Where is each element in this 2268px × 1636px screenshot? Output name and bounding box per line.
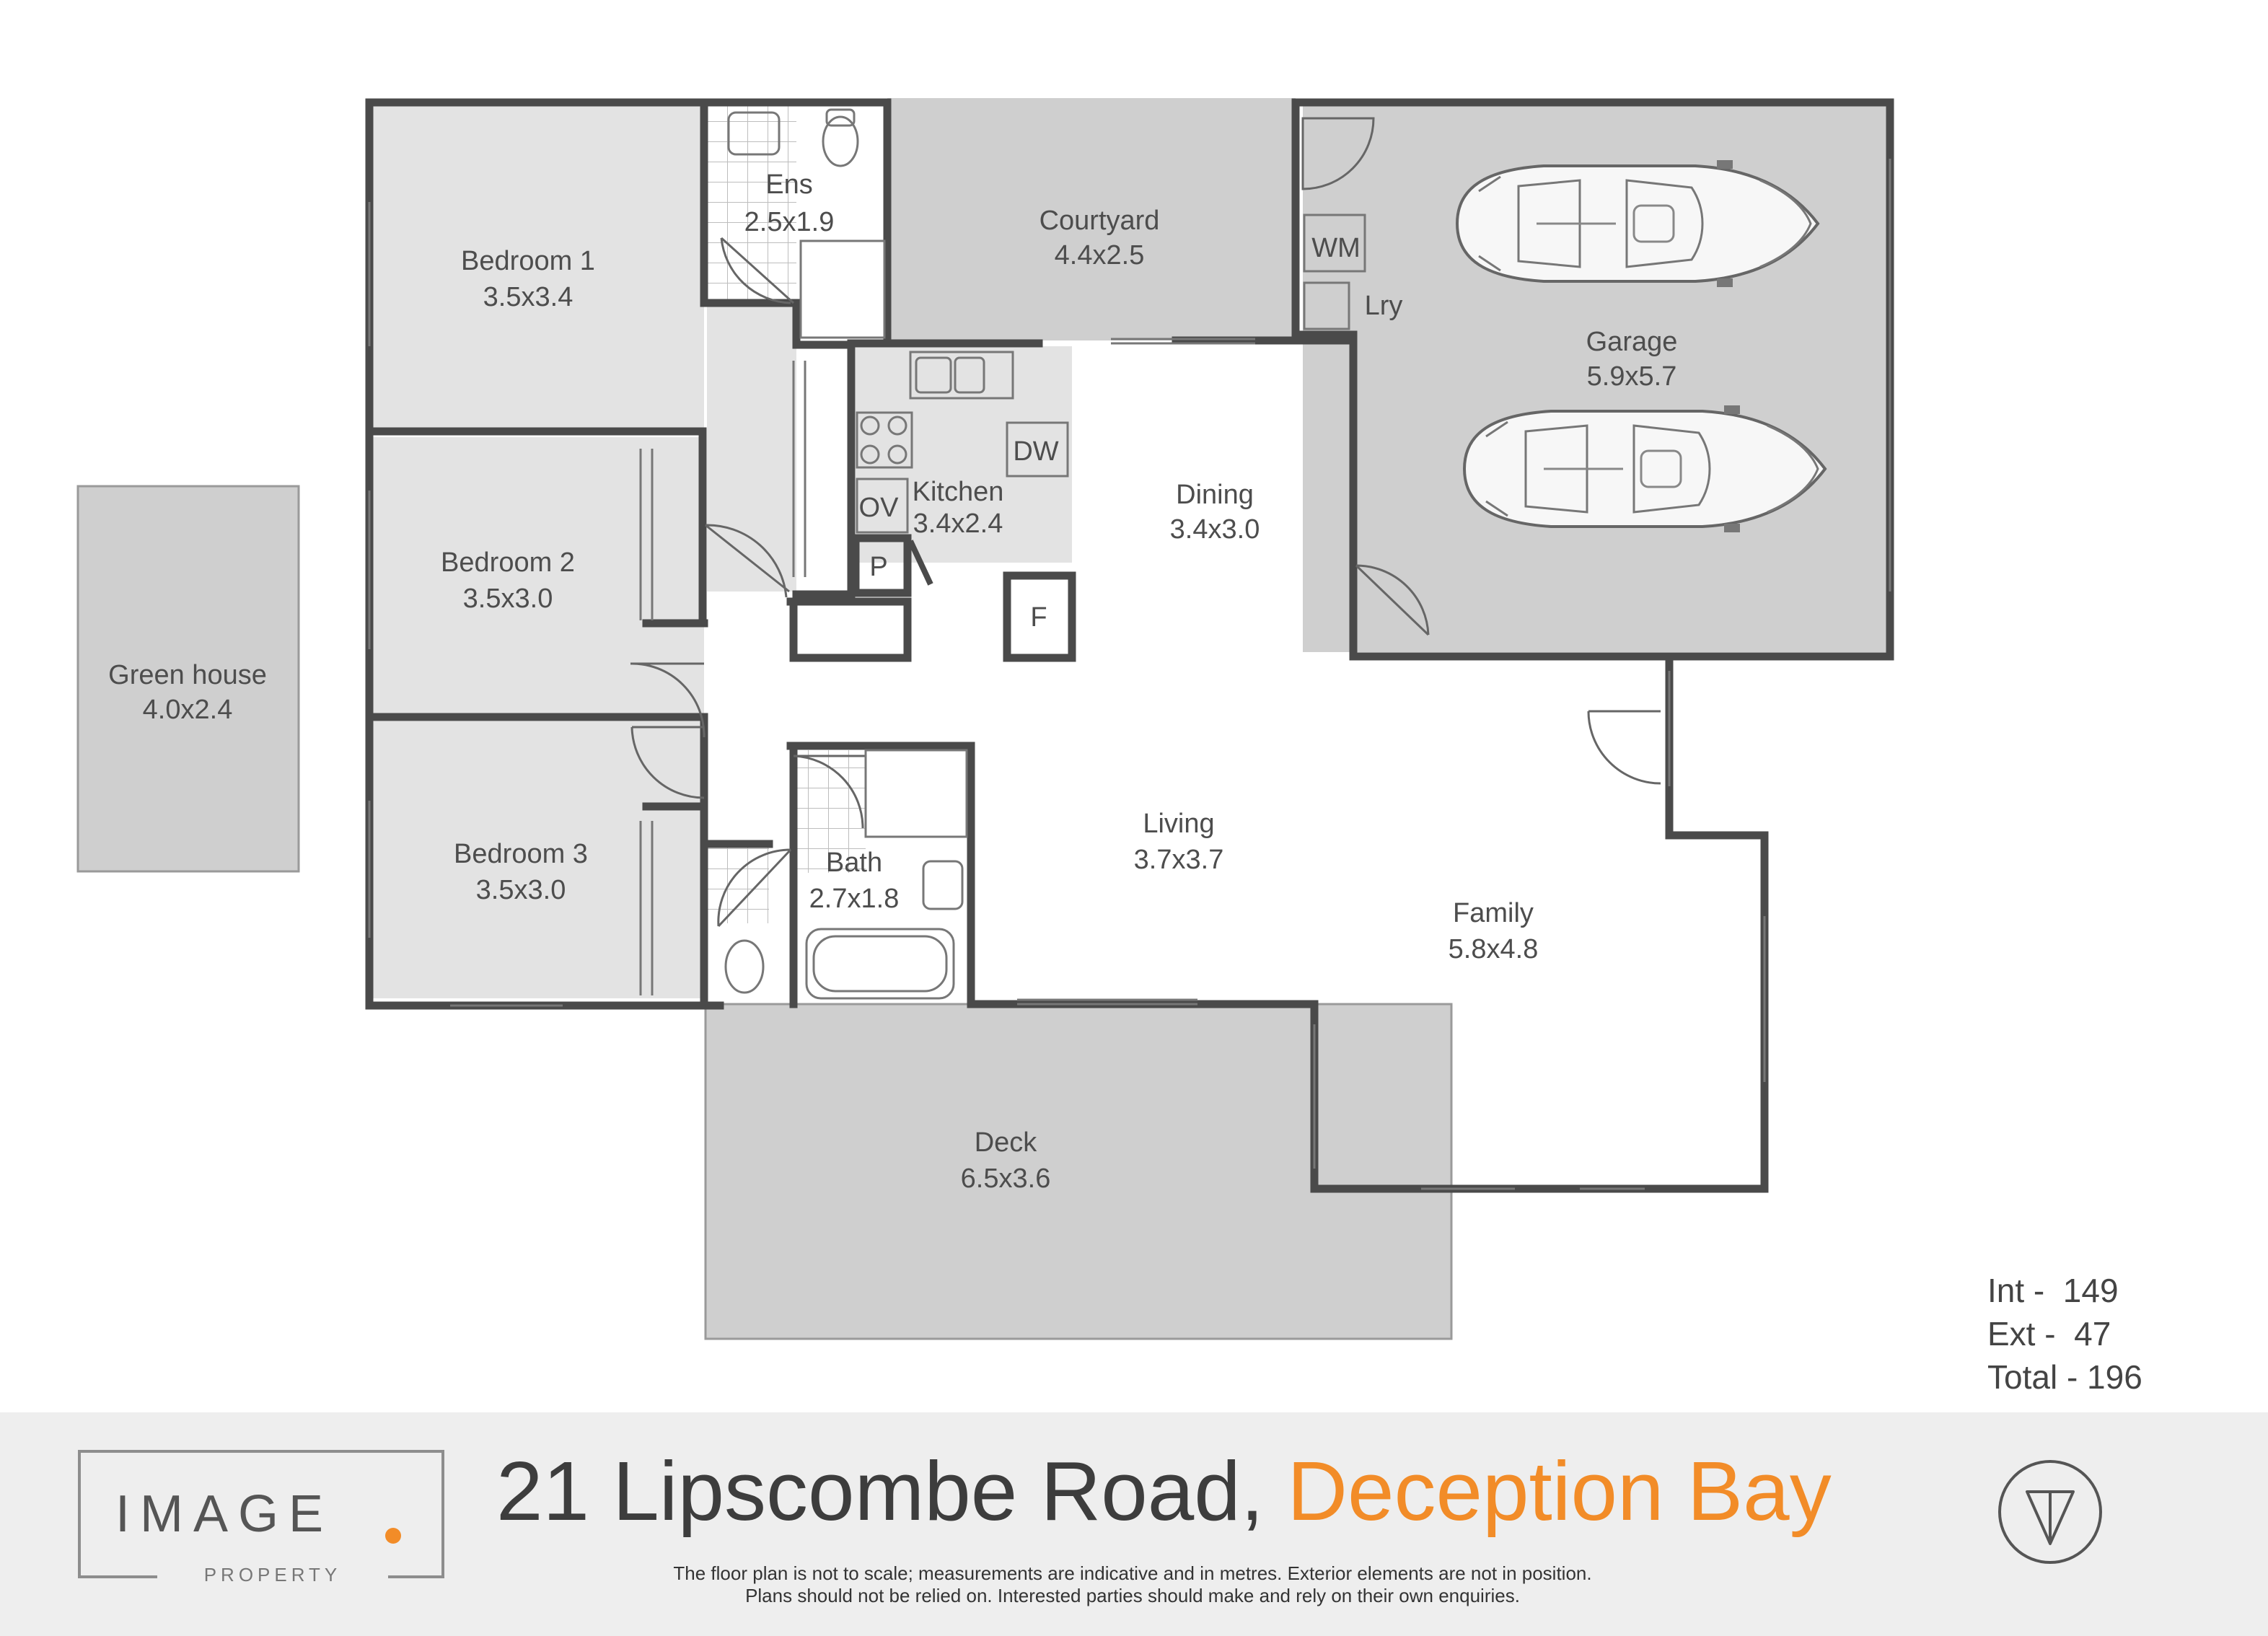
dining-dims: 3.4x3.0 [1170, 514, 1260, 545]
kitchen-dims: 3.4x2.4 [913, 509, 1003, 539]
openings [368, 117, 1891, 1190]
kitchen-sink [909, 351, 1014, 400]
living-dims: 3.7x3.7 [1134, 845, 1224, 875]
family-dims: 5.8x4.8 [1449, 934, 1539, 964]
bath-vanity [922, 860, 964, 910]
fixtures [639, 108, 1366, 1000]
bedroom3-dims: 3.5x3.0 [476, 875, 566, 905]
bath-tiles [794, 750, 866, 873]
deck-dims: 6.5x3.6 [961, 1164, 1051, 1194]
deck-name: Deck [975, 1127, 1038, 1158]
bath-name: Bath [826, 848, 882, 878]
bath-toilet [724, 939, 765, 994]
internal-area: Int - 149 [1987, 1272, 2119, 1309]
washing-machine-label: WM [1311, 233, 1361, 263]
ensuite-vanity [727, 111, 781, 156]
logo-dot [385, 1528, 401, 1544]
walls [365, 98, 1894, 1193]
courtyard-name: Courtyard [1040, 206, 1160, 236]
external-area: Ext - 47 [1987, 1315, 2111, 1353]
footer-band [0, 1412, 2268, 1636]
bath-dims: 2.7x1.8 [809, 884, 900, 914]
logo-subtitle: PROPERTY [203, 1564, 342, 1586]
ensuite-tiles [707, 105, 796, 300]
logo-subtitle-wrap: PROPERTY [157, 1564, 388, 1588]
courtyard-area [887, 98, 1296, 340]
disclaimer: The floor plan is not to scale; measurem… [563, 1562, 1702, 1607]
bedroom3-name: Bedroom 3 [454, 839, 588, 869]
bedroom2-dims: 3.5x3.0 [463, 584, 553, 614]
cooktop [856, 411, 913, 469]
north-arrow-icon [1998, 1460, 2102, 1564]
garage-dims: 5.9x5.7 [1587, 361, 1677, 392]
ensuite-shower [799, 239, 886, 339]
kitchen-floor [856, 346, 1072, 563]
address-suburb: Deception Bay [1287, 1444, 1832, 1538]
living-name: Living [1143, 809, 1214, 839]
property-address: 21 Lipscombe Road, Deception Bay [496, 1443, 1832, 1539]
dishwasher-box [1006, 421, 1069, 478]
bedroom3-floor [372, 721, 704, 998]
ensuite-name: Ens [765, 170, 812, 200]
logo-wordmark: IMAGE [115, 1485, 334, 1543]
greenhouse-name: Green house [108, 660, 267, 690]
ensuite-toilet [822, 115, 859, 167]
bedroom2-name: Bedroom 2 [441, 547, 575, 578]
fixture-labels: WM Lry DW OV P F [859, 233, 1403, 633]
fridge-label: F [1030, 602, 1047, 633]
garage-name: Garage [1586, 327, 1678, 357]
oven-box [856, 478, 909, 534]
bath-shower [864, 749, 968, 838]
dining-name: Dining [1176, 480, 1254, 510]
bedroom1-floor [372, 105, 704, 431]
bathtub [805, 928, 955, 1000]
address-street: 21 Lipscombe Road, [496, 1444, 1288, 1538]
room-labels: Bedroom 1 3.5x3.4 Ens 2.5x1.9 Courtyard … [108, 170, 1677, 1194]
bedroom1-name: Bedroom 1 [461, 246, 595, 276]
ensuite-dims: 2.5x1.9 [744, 207, 835, 237]
dishwasher-label: DW [1013, 436, 1058, 467]
oven-label: OV [859, 493, 900, 523]
family-name: Family [1453, 898, 1534, 928]
greenhouse-area [76, 485, 300, 873]
kitchen-name: Kitchen [913, 477, 1004, 507]
bedroom2-floor [372, 437, 704, 714]
pantry-label: P [869, 552, 887, 582]
greenhouse-dims: 4.0x2.4 [143, 695, 233, 725]
disclaimer-line-2: Plans should not be relied on. Intereste… [745, 1585, 1520, 1606]
total-area: Total - 196 [1987, 1358, 2142, 1396]
deck-area [704, 1003, 1453, 1340]
courtyard-dims: 4.4x2.5 [1055, 240, 1145, 271]
laundry-label: Lry [1365, 291, 1403, 321]
disclaimer-line-1: The floor plan is not to scale; measurem… [673, 1562, 1592, 1584]
laundry-tub [1303, 281, 1350, 330]
bedroom1-dims: 3.5x3.4 [483, 282, 573, 312]
hallway-floor [707, 303, 796, 591]
washing-machine-box [1303, 214, 1366, 273]
